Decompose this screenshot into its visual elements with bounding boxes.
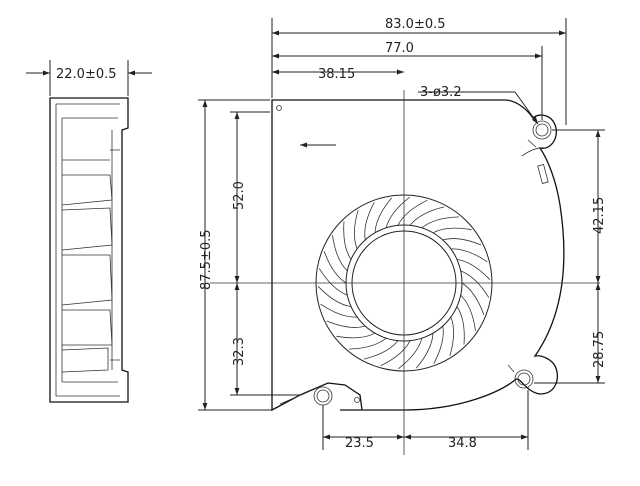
impeller-blade: [449, 316, 454, 356]
impeller-blade: [343, 221, 352, 260]
impeller-blade: [320, 303, 358, 318]
impeller-blade: [415, 333, 434, 369]
impeller-blade: [397, 199, 428, 226]
impeller-blade: [460, 270, 490, 298]
impeller-blade: [348, 337, 387, 350]
overall-width-label: 83.0±0.5: [385, 17, 446, 32]
hole-offset-bottom-label: 28.75: [592, 331, 607, 368]
impeller-blade: [442, 238, 482, 246]
side-width-label: 22.0±0.5: [56, 67, 117, 82]
impeller-blade: [421, 216, 460, 229]
hole-offset-right-label: 34.8: [448, 436, 477, 451]
dimensions: 83.0±0.5 77.0 38.15 3-ø3.2 87.5±0.5 52.0…: [198, 17, 607, 451]
impeller-blade: [380, 340, 411, 367]
impeller-blade: [432, 227, 472, 234]
impeller-blade: [456, 259, 491, 280]
mount-holes-label: 3-ø3.2: [420, 85, 462, 100]
center-offset-top-label: 52.0: [232, 181, 247, 210]
impeller-blade: [409, 206, 445, 226]
overall-height-label: 87.5±0.5: [199, 229, 214, 290]
impeller-blade: [364, 202, 375, 240]
impeller-blade: [336, 332, 376, 339]
center-offset-x-label: 38.15: [318, 67, 355, 82]
side-view: 22.0±0.5: [26, 60, 152, 403]
impeller-blade: [318, 268, 348, 296]
impeller-blade: [450, 248, 488, 263]
impeller-blade: [326, 320, 366, 328]
hole-offset-left-label: 23.5: [345, 436, 374, 451]
hole-offset-top-label: 42.15: [592, 197, 607, 234]
center-offset-bottom-label: 32.3: [232, 337, 247, 366]
impeller-blade: [398, 338, 423, 370]
impeller-blade: [332, 235, 348, 272]
impeller-blade: [433, 326, 444, 364]
impeller-blade: [385, 196, 410, 228]
impeller-blade: [323, 250, 347, 284]
front-view: [210, 90, 600, 455]
impeller-blade: [317, 286, 352, 307]
impeller-blade: [461, 282, 485, 316]
impeller-blade: [363, 340, 399, 360]
hole-span-label: 77.0: [385, 41, 414, 56]
impeller-blades: [317, 196, 491, 370]
impeller-blade: [374, 197, 393, 233]
impeller-blade: [354, 210, 359, 250]
impeller-blade: [460, 294, 476, 331]
impeller-blade: [456, 306, 465, 345]
